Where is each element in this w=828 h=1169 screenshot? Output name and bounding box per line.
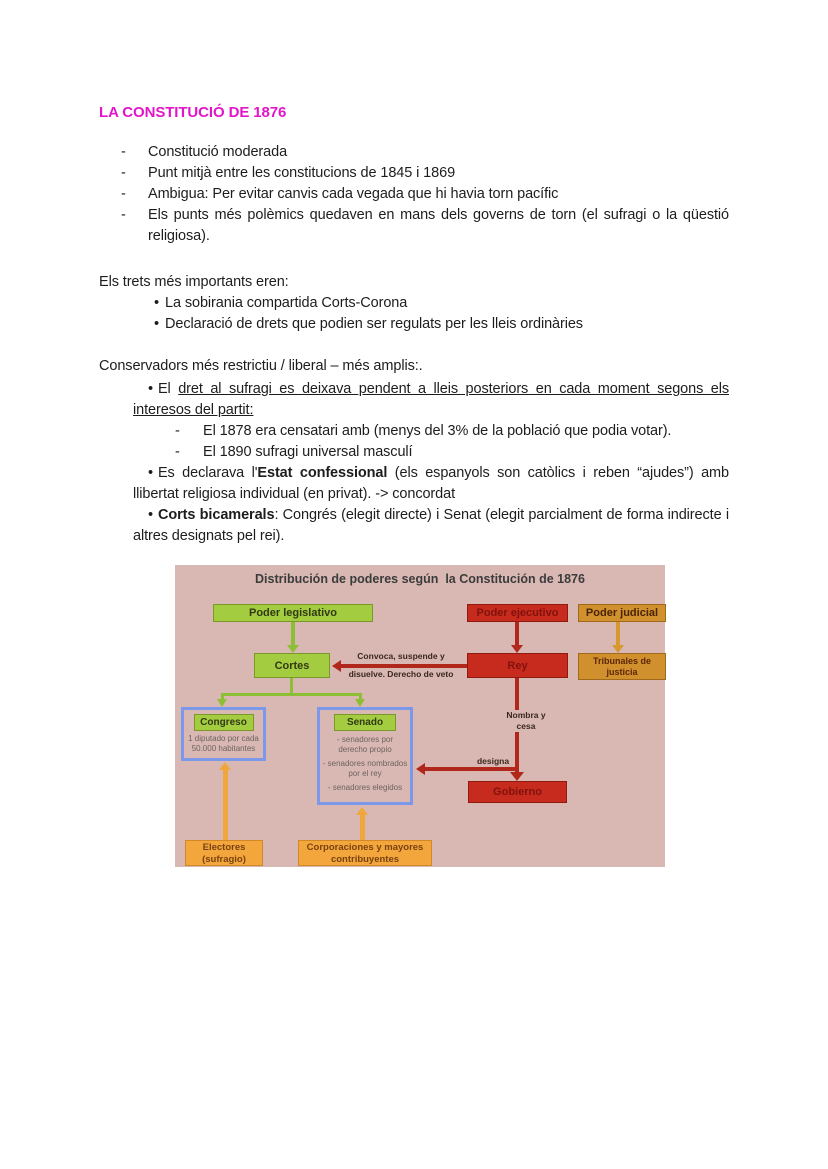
- node-senado: Senado: [334, 714, 396, 731]
- arrow-head-down: [612, 645, 624, 653]
- list-item: - Punt mitjà entre les constitucions de 1…: [99, 163, 729, 184]
- node-rey: Rey: [467, 653, 568, 678]
- arrow-shaft: [515, 622, 519, 646]
- edge-label-nombra-line1: Nombra y: [506, 710, 546, 720]
- bullet-estat-confessional: •Es declarava l'Estat confessional (els …: [99, 463, 729, 505]
- dash-bullet: -: [175, 423, 180, 439]
- node-corporaciones: Corporaciones y mayores contribuyentes: [298, 840, 432, 866]
- list-item: - El 1890 sufragi universal masculí: [99, 442, 729, 463]
- list-item-text: Punt mitjà entre les constitucions de 18…: [148, 165, 456, 181]
- senado-item: - senadores nombrados por el rey: [322, 759, 408, 778]
- congreso-container: Congreso 1 diputado por cada 50.000 habi…: [181, 707, 266, 761]
- node-poder-judicial: Poder judicial: [578, 604, 666, 622]
- bullet-sufragi: •El dret al sufragi es deixava pendent a…: [99, 379, 729, 421]
- bullet-text: (els espanyols son catòlics i reben “aju…: [133, 465, 730, 502]
- arrow-shaft: [616, 622, 620, 646]
- arrow-shaft: [221, 693, 362, 696]
- arrow-shaft: [290, 678, 293, 695]
- list-item: • Declaració de drets que podien ser regu…: [99, 314, 729, 335]
- dash-bullet: -: [175, 444, 180, 460]
- dot-bullet: •: [154, 295, 159, 311]
- list-item: - Els punts més polèmics quedaven en mans…: [99, 205, 729, 247]
- sufragi-sublist: - El 1878 era censatari amb (menys del 3%…: [99, 421, 729, 463]
- node-poder-ejecutivo: Poder ejecutivo: [467, 604, 568, 622]
- arrow-head-down: [355, 699, 365, 707]
- edge-label-designa: designa: [476, 756, 510, 766]
- arrow-head-down: [287, 645, 299, 653]
- arrow-shaft: [291, 622, 295, 646]
- section-heading-trets: Els trets més importants eren:: [99, 274, 289, 290]
- senado-item: - senadores elegidos: [327, 783, 403, 792]
- dash-bullet: -: [121, 144, 126, 160]
- arrow-head-up: [219, 762, 231, 770]
- list-item-text: Els punts més polèmics quedaven en mans …: [148, 207, 729, 244]
- bullet-corts-bicamerals: •Corts bicamerals: Congrés (elegit direc…: [99, 505, 729, 547]
- node-poder-legislativo: Poder legislativo: [213, 604, 373, 622]
- bold-text: Estat confessional: [257, 465, 388, 481]
- dot-bullet: •: [148, 381, 153, 397]
- bullet-text: El: [157, 381, 179, 397]
- arrow-head-down: [510, 772, 524, 781]
- arrow-shaft: [221, 693, 224, 700]
- list-item-text: Constitució moderada: [148, 144, 288, 160]
- dash-bullet: -: [121, 207, 126, 223]
- page-title: LA CONSTITUCIÓ DE 1876: [99, 104, 287, 121]
- dot-bullet: •: [154, 316, 159, 332]
- senado-item: - senadores por derecho propio: [336, 735, 394, 754]
- arrow-shaft: [341, 664, 467, 668]
- dot-bullet: •: [148, 465, 153, 481]
- node-gobierno: Gobierno: [468, 781, 567, 803]
- bold-text: Corts bicamerals: [157, 507, 275, 523]
- arrow-head-up: [356, 807, 368, 815]
- arrow-head-left: [332, 660, 341, 672]
- dot-bullet: •: [148, 507, 153, 523]
- dash-bullet: -: [121, 186, 126, 202]
- list-item-text: Declaració de drets que podien ser regul…: [165, 316, 583, 332]
- edge-label-nombra: Nombra y cesa: [497, 710, 555, 732]
- arrow-shaft: [425, 767, 515, 771]
- arrow-head-down: [217, 699, 227, 707]
- list-item: - Ambigua: Per evitar canvis cada vegada …: [99, 184, 729, 205]
- diagram-title: Distribución de poderes según la Constit…: [255, 572, 585, 586]
- list-item-text: El 1890 sufragi universal masculí: [203, 444, 413, 460]
- list-item-text: La sobirania compartida Corts-Corona: [165, 295, 408, 311]
- edge-label-convoca-line1: Convoca, suspende y: [357, 651, 445, 661]
- list-item-text: Ambigua: Per evitar canvis cada vegada q…: [148, 186, 559, 202]
- arrow-shaft: [359, 693, 362, 700]
- arrow-head-down: [511, 645, 523, 653]
- arrow-shaft: [223, 769, 228, 840]
- section-heading-conservadors: Conservadors més restrictiu / liberal – …: [99, 358, 423, 374]
- trets-list: • La sobirania compartida Corts-Corona • D…: [99, 293, 729, 335]
- edge-label-nombra-line2: cesa: [516, 721, 536, 731]
- powers-diagram: Distribución de poderes según la Constit…: [175, 565, 666, 867]
- intro-list: - Constitució moderada - Punt mitjà entre …: [99, 142, 729, 247]
- node-electores: Electores (sufragio): [185, 840, 263, 866]
- arrow-shaft: [360, 814, 365, 840]
- list-item-text: El 1878 era censatari amb (menys del 3% …: [203, 423, 672, 439]
- list-item: - Constitució moderada: [99, 142, 729, 163]
- list-item: • La sobirania compartida Corts-Corona: [99, 293, 729, 314]
- congreso-note: 1 diputado por cada 50.000 habitantes: [188, 734, 259, 753]
- edge-label-convoca-line2: disuelve. Derecho de veto: [348, 669, 454, 679]
- bullet-text: : Congrés (elegit directe) i Senat (eleg…: [133, 507, 729, 544]
- senado-container: Senado - senadores por derecho propio - …: [317, 707, 413, 805]
- bullet-text: Es declarava l': [157, 465, 258, 481]
- node-congreso: Congreso: [193, 714, 254, 731]
- underlined-text: dret al sufragi es deixava pendent a lle…: [133, 381, 730, 418]
- list-item: - El 1878 era censatari amb (menys del 3%…: [99, 421, 729, 442]
- document-content: LA CONSTITUCIÓ DE 1876 - Constitució mode…: [99, 0, 729, 547]
- node-cortes: Cortes: [254, 653, 330, 678]
- node-tribunales: Tribunales de justicia: [578, 653, 666, 680]
- arrow-head-left: [416, 763, 425, 775]
- dash-bullet: -: [121, 165, 126, 181]
